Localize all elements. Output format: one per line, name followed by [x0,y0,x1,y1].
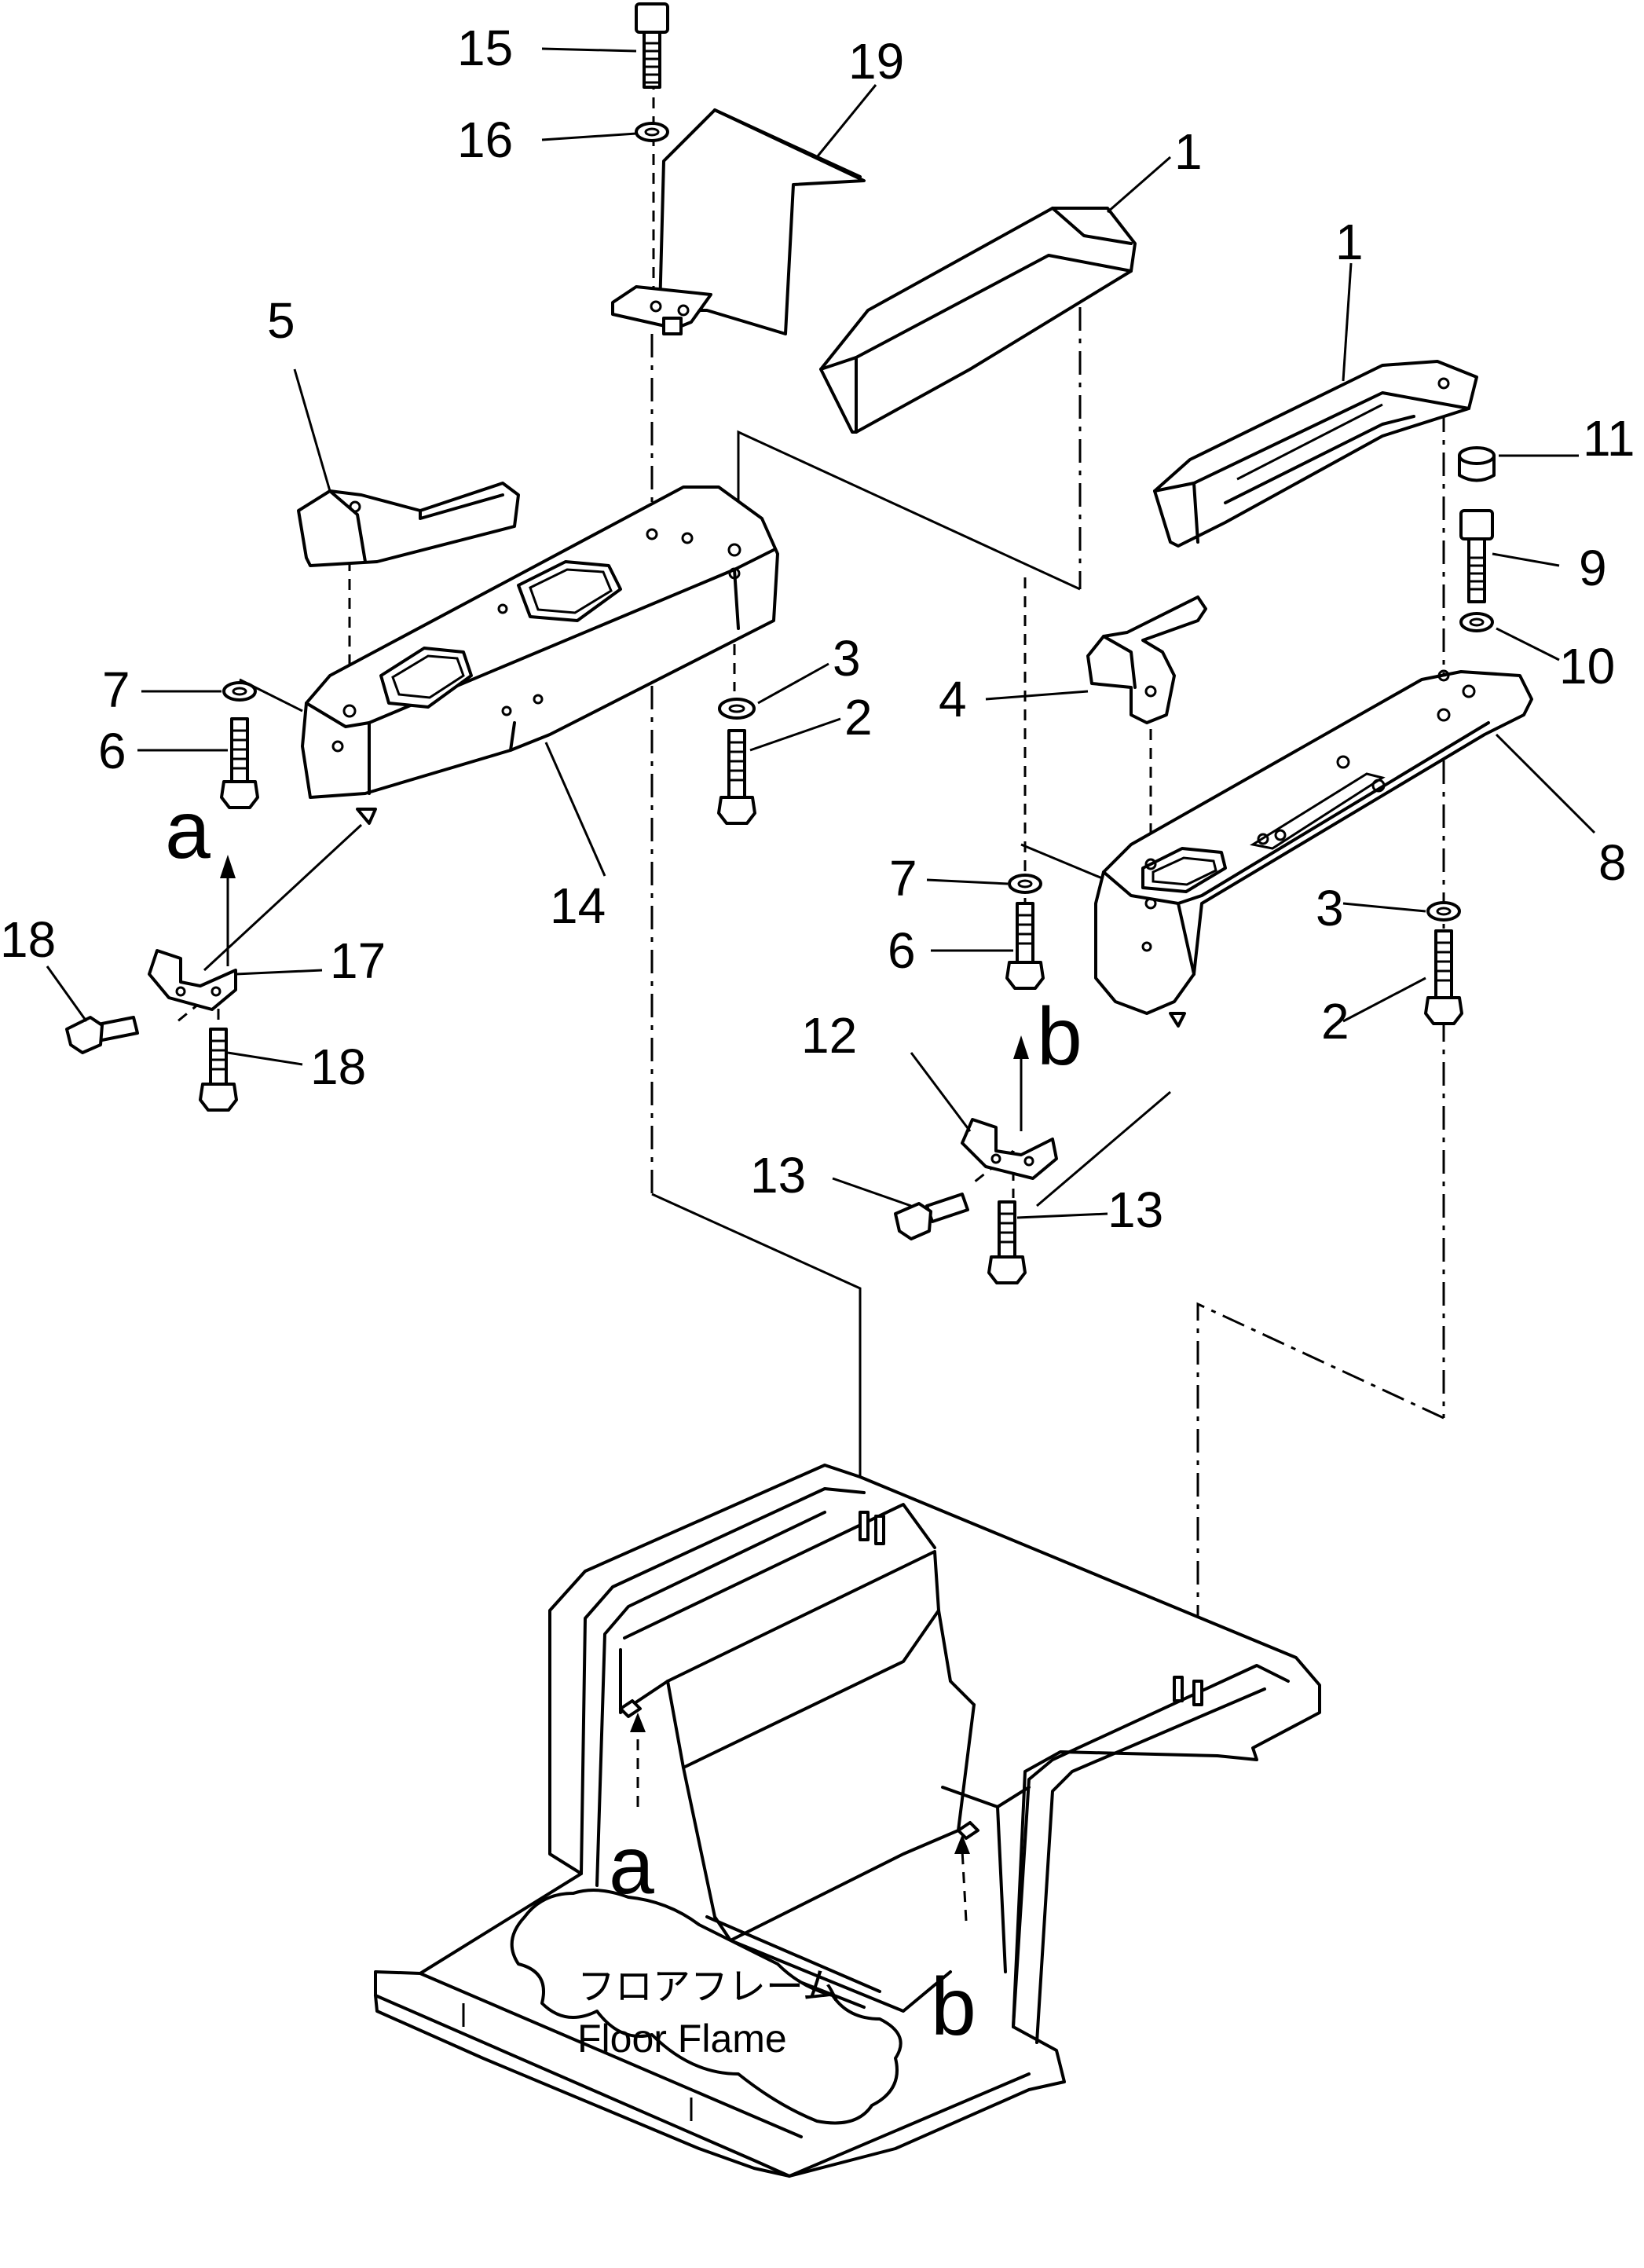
assembly-lines [172,79,1445,1651]
view-arrow-b-top [1013,1035,1029,1131]
view-letter-a-frame: a [609,1820,654,1911]
callout-2-left: 2 [844,689,873,746]
bolt-13-right [987,1200,1027,1284]
arm-pad-1-left [819,207,1137,434]
console-14 [301,485,779,825]
bolt-18-right [199,1028,238,1112]
callout-13-left: 13 [750,1147,806,1204]
callout-labels: 15 16 19 1 1 5 11 9 10 3 4 7 2 6 8 14 7 … [0,20,1635,1238]
callout-1-right: 1 [1335,214,1364,270]
callout-2-right: 2 [1321,993,1349,1050]
cover-5 [297,482,520,567]
bolt-2-right [1424,929,1463,1025]
callout-6-right: 6 [888,922,916,979]
callout-4: 4 [939,671,967,727]
callout-7-left: 7 [102,661,130,718]
cover-19 [611,108,866,335]
callout-11: 11 [1583,410,1635,467]
view-letter-b-top: b [1037,991,1082,1083]
callout-3-left: 3 [833,630,861,687]
view-arrow-b-frame [954,1834,970,1922]
callout-18-right: 18 [310,1039,366,1095]
bolt-6-right [1005,902,1045,990]
view-letters: a b a b [165,785,1082,2053]
callout-18-left: 18 [0,911,56,968]
leader-lines [46,47,1596,1219]
bracket-17 [148,949,237,1011]
callout-9: 9 [1579,540,1607,596]
view-letter-a-top: a [165,785,211,876]
callout-17: 17 [330,932,386,989]
frame-caption-jp: フロアフレーム [577,1966,840,2008]
washer-3-left [718,698,756,720]
bolt-6-left [220,717,259,809]
console-8 [1094,669,1533,1028]
washer-7-left [222,681,257,702]
callout-12: 12 [801,1007,857,1064]
view-arrow-a-frame [630,1713,646,1807]
callout-1-left: 1 [1174,123,1203,180]
cover-4 [1086,595,1207,724]
bolt-13-left [894,1193,969,1240]
callout-6-left: 6 [98,723,126,779]
washer-10 [1459,612,1494,632]
frame-caption: フロアフレーム Floor Flame [577,1966,840,2061]
floor-frame [374,1464,1321,2178]
callout-14: 14 [550,878,606,934]
view-arrow-a-top [220,855,236,966]
frame-caption-en: Floor Flame [577,2017,787,2061]
callout-19: 19 [848,33,904,90]
bracket-12 [961,1118,1058,1180]
callout-8: 8 [1598,834,1627,891]
bolt-2-left [717,729,756,825]
callout-15: 15 [457,20,513,76]
bolt-18-left [65,1016,139,1054]
bolt-15 [635,2,669,89]
callout-10: 10 [1559,638,1615,694]
washer-7-right [1008,874,1042,894]
washer-16 [635,122,669,142]
bolt-9 [1459,509,1494,603]
callout-16: 16 [457,112,513,168]
view-letter-b-frame: b [931,1962,976,2053]
callout-5: 5 [267,292,295,349]
callout-3-right: 3 [1316,880,1344,936]
arm-pad-1-right [1153,360,1478,548]
washer-3-right [1426,901,1461,921]
cap-11 [1458,446,1496,482]
callout-13-right: 13 [1108,1182,1163,1238]
callout-7-right: 7 [889,850,917,907]
